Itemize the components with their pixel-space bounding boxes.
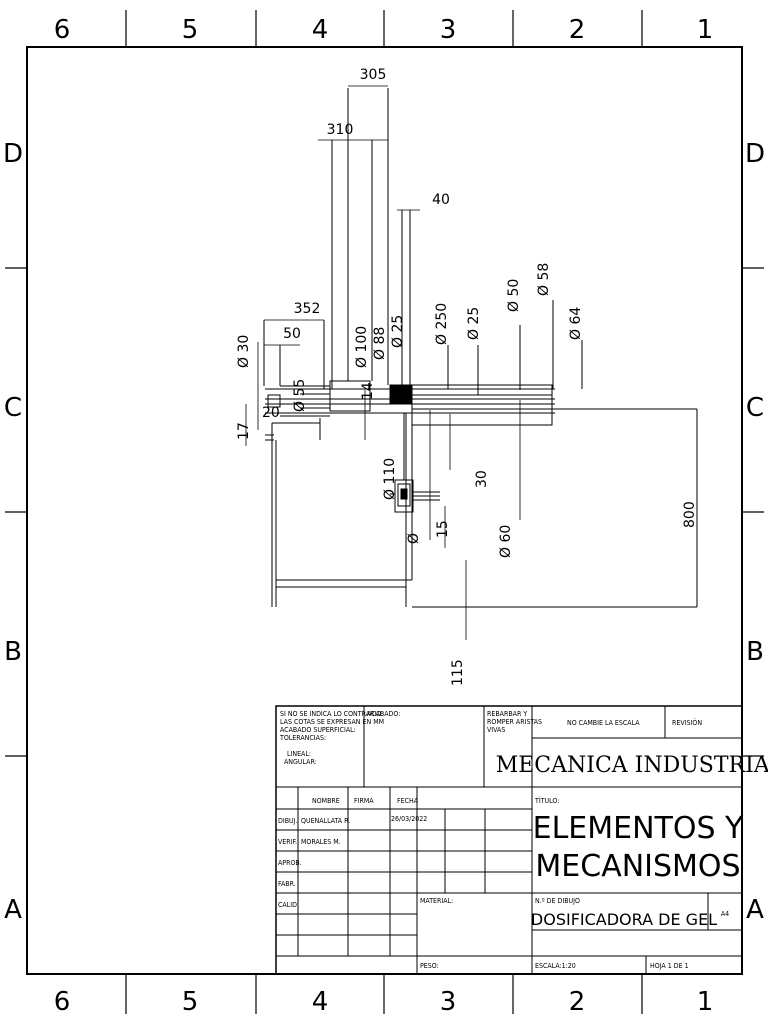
rebarbar-line-2: ROMPER ARISTAS: [487, 718, 542, 726]
dim-dia-55: Ø 55: [292, 379, 308, 412]
zone-row-c-left: C: [4, 393, 22, 423]
dim-dia-25-a: Ø 25: [390, 315, 406, 348]
dibuj-name: QUENALLATA R.: [301, 817, 350, 825]
fecha-value: 26/03/2022: [391, 815, 427, 823]
dim-dia-small: Ø: [406, 533, 422, 544]
zone-row-d-right: D: [745, 139, 765, 169]
zone-row-a-left: A: [4, 895, 22, 925]
dim-40: 40: [432, 192, 450, 208]
dim-352: 352: [294, 301, 321, 317]
dim-17: 17: [236, 422, 252, 440]
zone-col-1-bottom: 1: [697, 987, 714, 1017]
zone-col-5-top: 5: [182, 15, 199, 45]
zone-col-5-bottom: 5: [182, 987, 199, 1017]
zone-row-b-right: B: [746, 637, 764, 667]
header-firma: FIRMA: [354, 797, 374, 805]
revision-label: REVISIÓN: [672, 718, 702, 727]
zone-col-4-top: 4: [312, 15, 329, 45]
zone-col-6-top: 6: [54, 15, 71, 45]
drawing-number-label: N.º DE DIBUJO: [535, 897, 580, 905]
verif-name: MORALES M.: [301, 838, 341, 846]
sheet-size: A4: [721, 910, 729, 918]
dim-dia-50: Ø 50: [506, 279, 522, 312]
escala-label: ESCALA:1:20: [535, 962, 576, 970]
dim-dia-100: Ø 100: [354, 326, 370, 368]
dim-115: 115: [450, 659, 466, 686]
dim-15: 15: [435, 520, 451, 538]
dim-30: 30: [474, 470, 490, 488]
dim-800: 800: [682, 501, 698, 528]
title-block-grid: [275, 705, 743, 975]
company-name: MECANICA INDUSTRIAL: [496, 753, 768, 778]
note-line-1: SI NO SE INDICA LO CONTRARIO:: [280, 710, 383, 718]
zone-col-2-bottom: 2: [569, 987, 586, 1017]
zone-row-b-left: B: [4, 637, 22, 667]
role-calid: CALID.: [278, 901, 299, 909]
note-line-4: TOLERANCIAS:: [279, 734, 326, 742]
header-fecha: FECHA: [397, 797, 419, 805]
role-verif: VERIF.: [278, 838, 297, 846]
dim-dia-110: Ø 110: [382, 458, 398, 500]
role-fabr: FABR.: [278, 880, 296, 888]
drawing-title-line-1: ELEMENTOS Y: [533, 811, 744, 846]
hoja-label: HOJA 1 DE 1: [650, 962, 689, 970]
dim-14: 14: [360, 382, 376, 400]
dim-dia-25-b: Ø 25: [466, 307, 482, 340]
dim-20: 20: [262, 405, 280, 421]
zone-col-6-bottom: 6: [54, 987, 71, 1017]
dim-305: 305: [360, 67, 387, 83]
drawing-name: DOSIFICADORA DE GEL: [531, 910, 717, 929]
rebarbar-line-3: VIVAS: [487, 726, 505, 734]
zone-col-3-top: 3: [440, 15, 457, 45]
zone-row-d-left: D: [3, 139, 23, 169]
zone-col-4-bottom: 4: [312, 987, 329, 1017]
zone-col-3-bottom: 3: [440, 987, 457, 1017]
note-line-5: LINEAL:: [287, 750, 311, 758]
dim-dia-30: Ø 30: [236, 335, 252, 368]
dim-dia-60: Ø 60: [498, 525, 514, 558]
zone-row-a-right: A: [746, 895, 764, 925]
zone-ticks: [5, 10, 764, 1014]
drawing-title-line-2: MECANISMOS: [535, 849, 740, 884]
role-aprob: APROB.: [278, 859, 302, 867]
dim-50: 50: [283, 326, 301, 342]
note-line-2: LAS COTAS SE EXPRESAN EN MM: [280, 718, 384, 726]
material-label: MATERIAL:: [420, 897, 453, 905]
note-line-3: ACABADO SUPERFICIAL:: [280, 726, 356, 734]
header-nombre: NOMBRE: [312, 797, 340, 805]
note-line-6: ANGULAR:: [284, 758, 317, 766]
dim-dia-250: Ø 250: [434, 303, 450, 345]
dim-310: 310: [327, 122, 354, 138]
acabado-label: ACABADO:: [367, 710, 400, 718]
dimension-lines: [245, 85, 698, 640]
peso-label: PESO:: [420, 962, 439, 970]
dim-dia-64: Ø 64: [568, 307, 584, 340]
part-geometry: [263, 88, 698, 608]
zone-col-1-top: 1: [697, 15, 714, 45]
zone-row-c-right: C: [746, 393, 764, 423]
dim-dia-58: Ø 58: [536, 263, 552, 296]
titulo-label: TÍTULO:: [534, 796, 559, 805]
role-dibuj: DIBUJ.: [278, 817, 298, 825]
rebarbar-line-1: REBARBAR Y: [487, 710, 527, 718]
zone-col-2-top: 2: [569, 15, 586, 45]
no-cambie-escala: NO CAMBIE LA ESCALA: [567, 719, 640, 727]
dim-dia-88: Ø 88: [372, 327, 388, 360]
